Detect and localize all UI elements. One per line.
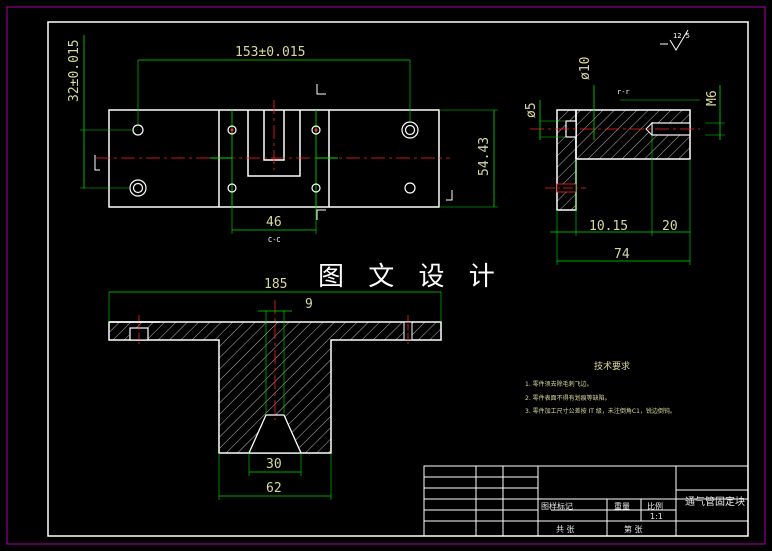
title-block	[423, 465, 749, 537]
dim-front-total: 185	[264, 277, 287, 292]
title-sheet: 共 张	[556, 525, 575, 534]
dim-front-center: 9	[305, 297, 313, 312]
section-label: C-C	[268, 236, 281, 244]
dim-side-depth: 10.15	[589, 219, 628, 234]
title-part-name: 通气管固定块	[685, 495, 745, 508]
tech-title: 技术要求	[594, 360, 630, 372]
top-view	[80, 35, 498, 234]
title-scale: 比例	[647, 501, 663, 511]
roughness-symbol	[660, 29, 689, 51]
dim-top-length: 153±0.015	[235, 45, 305, 60]
watermark-text: 图 文 设 计	[318, 262, 503, 292]
dim-side-total: 74	[614, 247, 630, 262]
dim-front-inner: 30	[266, 457, 282, 472]
inner-frame	[47, 21, 749, 537]
dim-side-dia-large: ø10	[578, 57, 593, 80]
dim-side-dia-small: ø5	[524, 102, 539, 118]
tech-item-2: 2. 零件表面不得有划痕等缺陷。	[525, 394, 611, 402]
section-mark-side: r-r	[617, 88, 630, 96]
outer-frame	[6, 6, 766, 545]
tech-item-1: 1. 零件须去除毛刺飞边。	[525, 380, 593, 388]
title-scale-value: 1:1	[650, 512, 663, 521]
roughness-value: 12.5	[673, 32, 690, 40]
tech-item-3: 3. 零件加工尺寸公差按 IT 级，未注倒角C1，锐边倒钝。	[525, 407, 676, 415]
side-view	[530, 85, 725, 265]
dim-slot-width: 46	[266, 215, 282, 230]
dim-side-right: 20	[662, 219, 678, 234]
dim-right-height: 54.43	[477, 137, 492, 176]
title-drawing-no: 图样标记	[541, 501, 573, 511]
dim-side-thread: M6	[705, 90, 720, 106]
dim-front-base: 62	[266, 481, 282, 496]
title-page: 第 张	[624, 524, 643, 534]
title-weight: 重量	[614, 501, 630, 511]
front-section-view	[108, 291, 442, 500]
dim-top-height: 32±0.015	[67, 39, 82, 102]
